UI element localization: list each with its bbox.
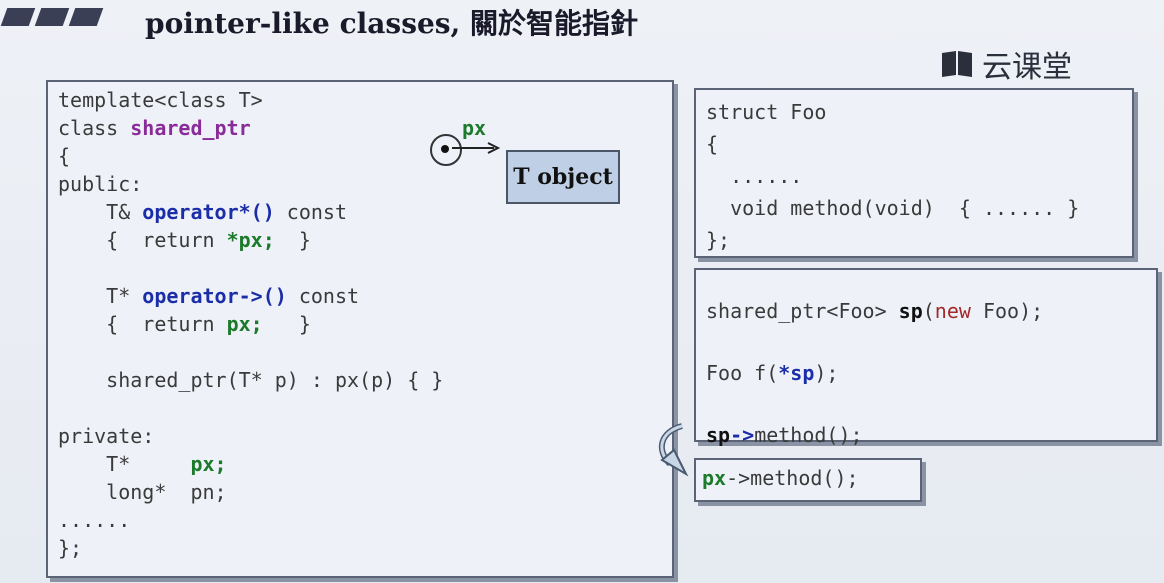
pointer-arrow-icon — [452, 142, 501, 154]
curved-arrow-icon — [658, 423, 689, 477]
book-icon — [942, 51, 972, 77]
pointer-dot — [441, 145, 449, 153]
px-label: px — [462, 116, 487, 140]
brand-logo: 云课堂 — [940, 42, 1072, 86]
pointer-circle-icon — [430, 134, 462, 166]
title-decoration — [0, 8, 104, 26]
struct-foo-panel — [694, 88, 1134, 258]
px-method-panel — [694, 458, 922, 502]
slide-title: pointer-like classes, 關於智能指針 — [145, 7, 639, 40]
logo-text: 云课堂 — [982, 50, 1072, 85]
t-object-box: T object — [506, 150, 620, 204]
usage-code: shared_ptr<Foo> sp(new Foo); Foo f(*sp);… — [706, 299, 1044, 447]
shared-ptr-code: template<class T> class shared_ptr { pub… — [58, 88, 444, 560]
px-method-code: px->method(); — [702, 466, 859, 490]
struct-foo-code: struct Foo { ...... void method(void) { … — [706, 100, 1080, 252]
usage-code-panel — [694, 268, 1158, 442]
